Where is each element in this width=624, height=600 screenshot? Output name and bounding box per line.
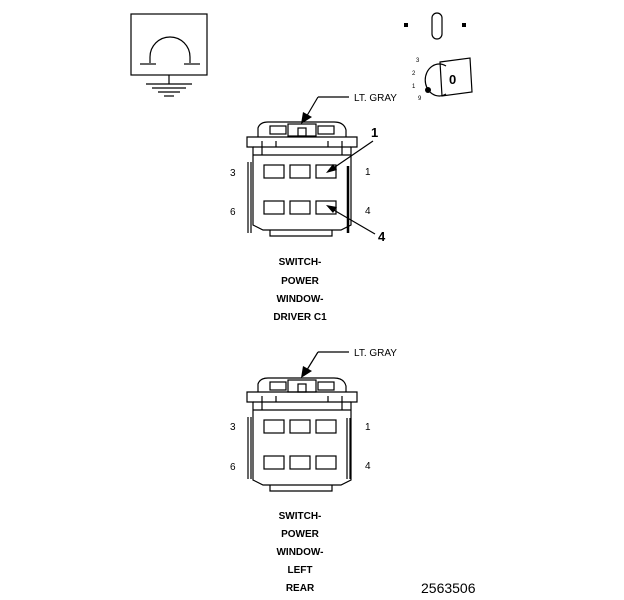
lr-title-line: LEFT — [288, 565, 313, 576]
c1-pin-label-1: 1 — [365, 167, 371, 178]
key-position-label: 3 — [416, 58, 420, 64]
lr-pin-label-1: 1 — [365, 422, 371, 433]
c1-pin-label-4: 4 — [365, 206, 371, 217]
c1-callout-1: 1 — [371, 125, 378, 140]
lr-pin-label-3: 3 — [230, 422, 236, 433]
lr-pin-label-4: 4 — [365, 461, 371, 472]
ohm-ground-icon — [130, 13, 208, 97]
c1-title-line: SWITCH- — [279, 257, 322, 268]
lr-title-line: WINDOW- — [276, 547, 323, 558]
connector-c1: LT. GRAY 3 6 1 4 — [230, 93, 397, 323]
figure-number: 2563506 — [421, 580, 476, 596]
key-position-label: 1 — [412, 84, 416, 90]
c1-pin-label-6: 6 — [230, 207, 236, 218]
lr-title-line: POWER — [281, 529, 320, 540]
c1-color-label: LT. GRAY — [354, 93, 397, 104]
c1-title-line: WINDOW- — [276, 294, 323, 305]
c1-title-line: POWER — [281, 276, 320, 287]
lr-pin-label-6: 6 — [230, 462, 236, 473]
lr-color-label: LT. GRAY — [354, 348, 397, 359]
ignition-key-icon: 3 2 1 9 0 — [404, 12, 473, 102]
c1-callout-4: 4 — [378, 229, 386, 244]
key-position-label: 2 — [412, 71, 416, 77]
lr-title-line: REAR — [286, 583, 315, 594]
c1-title-line: DRIVER C1 — [273, 312, 327, 323]
key-position-label: 9 — [418, 96, 422, 102]
connector-left-rear: LT. GRAY 3 6 1 4 — [230, 348, 397, 594]
lr-title-line: SWITCH- — [279, 511, 322, 522]
c1-pin-label-3: 3 — [230, 168, 236, 179]
key-label: 0 — [449, 72, 456, 87]
